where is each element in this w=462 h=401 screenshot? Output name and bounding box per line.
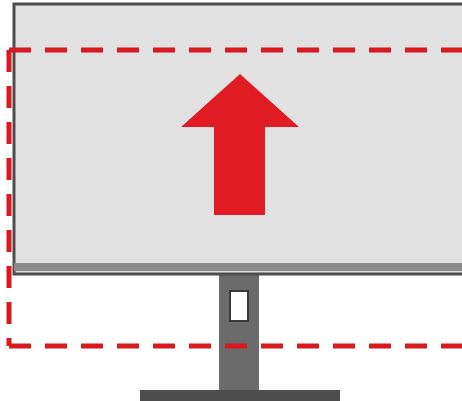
stand-icon	[140, 268, 340, 401]
stand-neck-slot	[229, 290, 249, 322]
stand-neck	[219, 268, 259, 396]
stand-base	[140, 390, 340, 401]
up-arrow-icon	[181, 74, 299, 215]
height-range-dashed-frame	[6, 47, 462, 349]
monitor-bottom-bezel	[14, 263, 462, 271]
arrow-shape	[181, 74, 299, 215]
